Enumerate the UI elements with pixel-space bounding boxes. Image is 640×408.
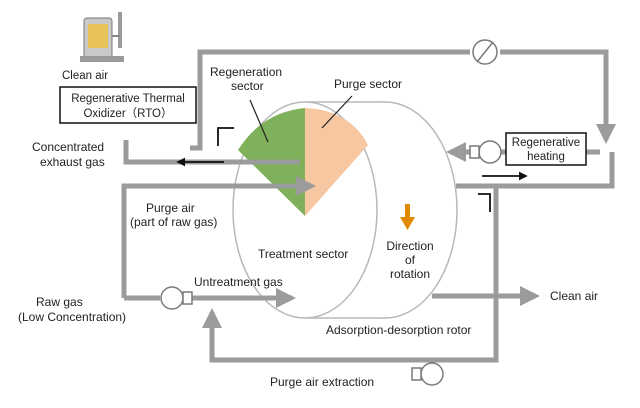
treatment-sector-label: Treatment sector <box>258 247 348 261</box>
valve-icon <box>472 39 498 65</box>
of-label: of <box>405 253 416 267</box>
purge-outlet-pipe <box>456 152 615 189</box>
clean-air-top-label: Clean air <box>62 70 108 82</box>
rto-unit-icon <box>80 17 124 62</box>
direction-arrow-icon <box>400 204 415 230</box>
fan-icon <box>160 286 193 310</box>
clean-air-right-label: Clean air <box>550 289 598 303</box>
fan-icon <box>411 362 444 386</box>
regeneration-label: Regeneration <box>210 65 282 79</box>
top-pipe-right <box>500 49 616 144</box>
regen-heating-label-line2: heating <box>527 151 565 163</box>
direction-label: Direction <box>386 239 433 253</box>
low-concentration-label: (Low Concentration) <box>18 310 126 324</box>
concentrated-label: Concentrated <box>32 140 104 154</box>
purge-sector <box>305 108 368 216</box>
rto-label-line2: Oxidizer（RTO） <box>83 107 172 120</box>
downflow-bracket-arrow <box>478 193 491 212</box>
purge-sector-label: Purge sector <box>334 77 402 91</box>
labels: Regeneration sector Purge sector Concent… <box>18 65 598 389</box>
rto-box <box>59 86 197 124</box>
upflow-bracket-arrow <box>217 127 234 146</box>
top-pipe-left <box>190 49 470 151</box>
untreatment-gas-label: Untreatment gas <box>194 275 283 289</box>
rotation-label: rotation <box>390 267 430 281</box>
raw-gas-label: Raw gas <box>36 295 83 309</box>
purge-extraction-pipe <box>202 188 499 363</box>
purge-air-extraction-label: Purge air extraction <box>270 375 374 389</box>
regen-heating-label-line1: Regenerative <box>512 137 580 149</box>
purge-air-label: Purge air <box>146 201 195 215</box>
regenerative-heating-box <box>505 132 587 166</box>
exhaust-gas-label: exhaust gas <box>40 155 105 169</box>
regeneration-sector-label: sector <box>231 79 264 93</box>
fan-icon <box>469 140 502 164</box>
purge-air-pipe <box>121 176 316 298</box>
part-of-raw-gas-label: (part of raw gas) <box>130 215 217 229</box>
rto-label-line1: Regenerative Thermal <box>71 93 185 105</box>
adsorption-rotor-label: Adsorption-desorption rotor <box>326 323 471 337</box>
